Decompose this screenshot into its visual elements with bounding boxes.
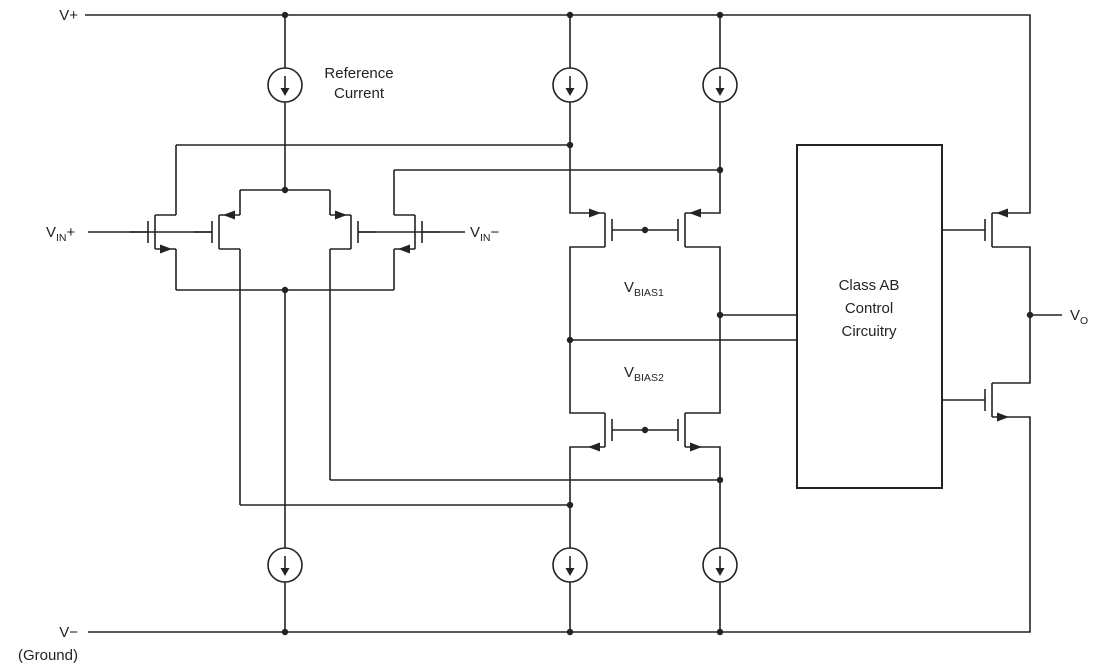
wire-bottom-rail — [88, 416, 1031, 633]
junction-dot — [281, 628, 289, 636]
junction-dot — [281, 186, 289, 194]
wire-nmos-pair-tail — [175, 249, 395, 548]
wire-bottom-current-source-drains — [284, 582, 721, 632]
current-source-bottom-left — [267, 547, 303, 583]
ground-label: (Ground) — [18, 647, 78, 664]
vin-minus-label: VIN− — [470, 224, 500, 244]
junction-group — [281, 11, 1034, 636]
class-ab-label-line3: Circuitry — [842, 323, 897, 340]
wire-classab-to-output-gates — [942, 229, 967, 401]
reference-current-label-line1: Reference — [324, 65, 393, 82]
pmos-input-vin-minus-arrow — [335, 210, 347, 220]
reference-current-label-line2: Current — [334, 85, 385, 102]
vin-minus-sign: − — [491, 224, 500, 241]
vin-plus-sign: + — [67, 224, 76, 241]
junction-dot — [281, 286, 289, 294]
mosfet-arrow-group — [160, 208, 1009, 452]
current-source-bottom-middle — [552, 547, 588, 583]
vo-sub: O — [1080, 315, 1088, 327]
class-ab-label-line2: Control — [845, 300, 893, 317]
wire-output-node — [1013, 246, 1062, 384]
vin-minus-base: V — [470, 224, 480, 241]
pmos-output — [966, 212, 1014, 248]
junction-dot — [641, 426, 649, 434]
current-source-top-middle — [552, 67, 588, 103]
pmos-cascode-right-arrow — [689, 208, 701, 218]
class-ab-box — [796, 144, 943, 489]
nmos-input-vin-minus-arrow — [398, 244, 410, 254]
pmos-input-vin-plus-arrow — [223, 210, 235, 220]
nmos-output — [966, 382, 1014, 418]
junction-dot — [566, 501, 574, 509]
wire-top-current-source-feeds — [284, 15, 721, 68]
wire-fold-node-bottom-left — [239, 249, 584, 548]
junction-dot — [566, 628, 574, 636]
vbias2-base: V — [624, 364, 634, 381]
vbias2-sub: BIAS2 — [634, 372, 664, 384]
wire-fold-node-bottom-right — [329, 249, 721, 548]
wire-cascode-mid-left — [569, 246, 797, 414]
junction-dot — [1026, 311, 1034, 319]
wire-top-rail — [85, 14, 1031, 214]
junction-dot — [716, 11, 724, 19]
junction-dot — [566, 336, 574, 344]
nmos-input-vin-plus-arrow — [160, 244, 172, 254]
pmos-cascode-left — [583, 212, 631, 248]
current-source-top-right — [702, 67, 738, 103]
nmos-output-arrow — [997, 412, 1009, 422]
vbias1-label: VBIAS1 — [624, 279, 664, 299]
vin-plus-sub: IN — [56, 232, 67, 244]
pmos-cascode-right — [659, 212, 707, 248]
vbias2-label: VBIAS2 — [624, 364, 664, 384]
junction-dot — [716, 311, 724, 319]
junction-dot — [641, 226, 649, 234]
pmos-input-vin-minus — [329, 214, 377, 250]
pmos-input-vin-plus — [193, 214, 241, 250]
wire-fold-node-top-right — [393, 102, 721, 215]
label-group: V+ V− (Ground) Reference Current VIN+ VI… — [18, 7, 1088, 664]
junction-dot — [716, 166, 724, 174]
current-source-reference — [267, 67, 303, 103]
nmos-cascode-right — [659, 412, 707, 448]
v-minus-label: V− — [59, 624, 78, 641]
wire-fold-node-top-left — [175, 102, 584, 215]
pmos-output-arrow — [996, 208, 1008, 218]
nmos-cascode-right-arrow — [690, 442, 702, 452]
junction-dot — [566, 11, 574, 19]
pmos-cascode-left-arrow — [589, 208, 601, 218]
class-ab-label-line1: Class AB — [839, 277, 900, 294]
nmos-cascode-left — [583, 412, 631, 448]
wire-pmos-pair-tail — [239, 189, 331, 215]
junction-dot — [716, 476, 724, 484]
vo-label: VO — [1070, 307, 1088, 327]
wire-cascode-mid-right — [706, 246, 797, 414]
vin-minus-sub: IN — [480, 232, 491, 244]
v-plus-label: V+ — [59, 7, 78, 24]
nmos-cascode-left-arrow — [588, 442, 600, 452]
junction-dot — [716, 628, 724, 636]
vbias1-base: V — [624, 279, 634, 296]
junction-dot — [566, 141, 574, 149]
vin-plus-base: V — [46, 224, 56, 241]
junction-dot — [281, 11, 289, 19]
vo-base: V — [1070, 307, 1080, 324]
current-source-bottom-right — [702, 547, 738, 583]
vin-plus-label: VIN+ — [46, 224, 76, 244]
vbias1-sub: BIAS1 — [634, 287, 664, 299]
